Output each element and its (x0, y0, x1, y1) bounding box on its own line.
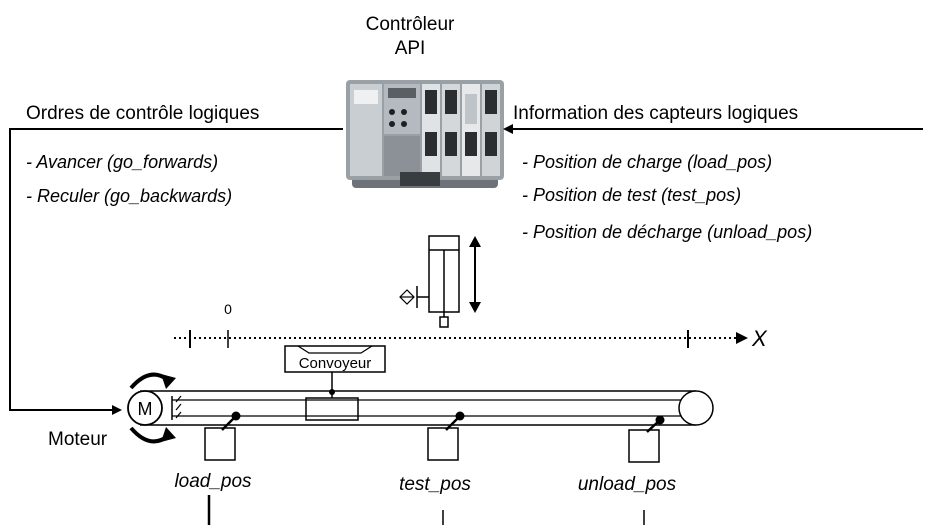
carriage-joint (329, 389, 335, 395)
axis-x-label: X (751, 326, 768, 351)
motor-label: Moteur (48, 429, 108, 450)
sensor-item-unload: - Position de décharge (unload_pos) (522, 222, 812, 242)
carriage-label: Convoyeur (299, 355, 372, 372)
carriage-block (305, 397, 359, 421)
carriage-label-box (284, 345, 386, 373)
motor-symbol: M (138, 399, 153, 419)
command-item-backward: - Reculer (go_backwards) (26, 186, 232, 206)
x-axis (174, 330, 748, 348)
load-pos-label: load_pos (174, 471, 252, 492)
test-cylinder (416, 235, 460, 328)
motor-icon (127, 390, 163, 426)
belt-coupling-hatch (171, 395, 182, 420)
test-pos-sensor (427, 411, 465, 525)
control-orders-heading: Ordres de contrôle logiques (26, 103, 259, 124)
control-signal-wire (9, 128, 343, 415)
rotation-arrows-icon (129, 372, 176, 444)
carriage-notch (297, 345, 373, 354)
load-pos-sensor (204, 411, 241, 525)
test-pos-label: test_pos (399, 474, 471, 495)
command-item-forward: - Avancer (go_forwards) (26, 152, 218, 172)
sensor-item-test: - Position de test (test_pos) (522, 185, 741, 205)
axis-zero-label: 0 (224, 301, 232, 317)
sensor-info-heading: Information des capteurs logiques (513, 103, 798, 124)
unload-pos-sensor (628, 415, 665, 525)
valve-symbol-icon (399, 289, 415, 305)
plc-controller-image (346, 80, 504, 188)
sensor-item-load: - Position de charge (load_pos) (522, 152, 772, 172)
conveyor-belt (140, 390, 714, 426)
controller-title-line2: API (395, 38, 426, 59)
controller-title-line1: Contrôleur (366, 14, 455, 35)
unload-pos-label: unload_pos (578, 474, 677, 495)
vertical-motion-arrow-icon (469, 236, 481, 313)
